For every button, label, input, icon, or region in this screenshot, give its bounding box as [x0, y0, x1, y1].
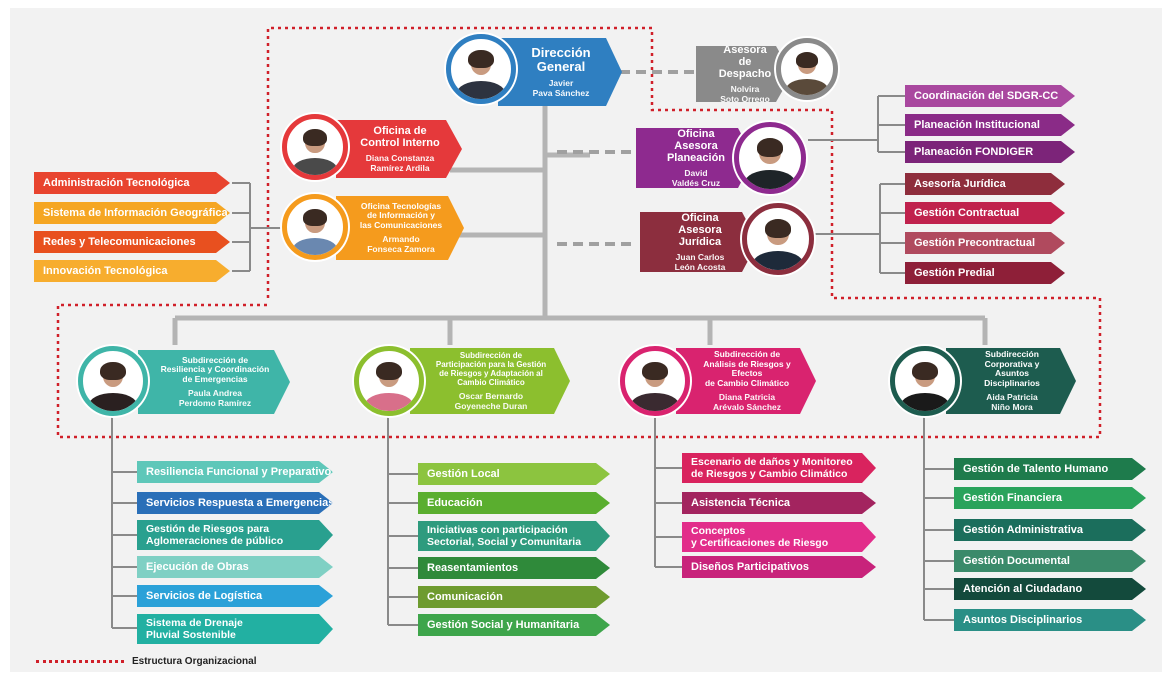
resiliencia-item: Resiliencia Funcional y Preparativos [137, 461, 333, 483]
sub-analisis-name: Diana Patricia Arévalo Sánchez [712, 392, 782, 412]
sub-resiliencia-photo [78, 346, 148, 416]
sub-resiliencia-title: Subdirección de Resiliencia y Coordinaci… [160, 354, 270, 384]
trunk-lines [172, 95, 988, 345]
sub-corporativa-photo [890, 346, 960, 416]
corporativa-item: Asuntos Disciplinarios [954, 609, 1146, 631]
sub-analisis-title: Subdirección de Análisis de Riesgos y Ef… [703, 349, 791, 388]
planeacion-item: Planeación Institucional [905, 114, 1075, 136]
sub-analisis-box: Subdirección de Análisis de Riesgos y Ef… [676, 348, 816, 414]
planeacion-item: Planeación FONDIGER [905, 141, 1075, 163]
legend-dotted-line [36, 660, 124, 663]
corporativa-item: Gestión Administrativa [954, 519, 1146, 541]
analisis-item: Conceptos y Certificaciones de Riesgo [682, 522, 876, 552]
sub-participacion-title: Subdirección de Participación para la Ge… [435, 351, 547, 387]
resiliencia-item: Gestión de Riesgos para Aglomeraciones d… [137, 520, 333, 550]
sub-corporativa-box: Subdirección Corporativa y Asuntos Disci… [946, 348, 1076, 414]
sub-resiliencia-box: Subdirección de Resiliencia y Coordinaci… [138, 350, 290, 414]
analisis-item: Asistencia Técnica [682, 492, 876, 514]
tic-box: Oficina Tecnologías de Información y las… [336, 196, 464, 260]
asesora-planeacion-photo [734, 122, 806, 194]
resiliencia-item: Servicios de Logística [137, 585, 333, 607]
tic-item: Administración Tecnológica [34, 172, 230, 194]
participacion-item: Comunicación [418, 586, 610, 608]
asesora-juridica-photo [742, 203, 814, 275]
sub-resiliencia-name: Paula Andrea Perdomo Ramírez [178, 388, 252, 409]
asesora-despacho-title: Asesora de Despacho [718, 44, 772, 80]
branch-lines [111, 70, 954, 629]
sub-participacion-box: Subdirección de Participación para la Ge… [410, 348, 570, 414]
asesora-planeacion-name: David Valdés Cruz [671, 168, 721, 188]
asesora-juridica-name: Juan Carlos León Acosta [674, 252, 726, 272]
juridica-item: Gestión Precontractual [905, 232, 1065, 254]
asesora-juridica-title: Oficina Asesora Jurídica [678, 212, 722, 248]
participacion-item: Reasentamientos [418, 557, 610, 579]
tic-item: Redes y Telecomunicaciones [34, 231, 230, 253]
sub-corporativa-name: Aida Patricia Niño Mora [986, 392, 1038, 412]
sub-analisis-photo [620, 346, 690, 416]
tic-title: Oficina Tecnologías de Información y las… [359, 200, 443, 230]
direccion-name: Javier Pava Sánchez [532, 78, 590, 98]
juridica-item: Gestión Contractual [905, 202, 1065, 224]
analisis-item: Diseños Participativos [682, 556, 876, 578]
asesora-despacho-photo [776, 38, 838, 100]
tic-name: Armando Fonseca Zamora [367, 234, 435, 255]
planeacion-item: Coordinación del SDGR-CC [905, 85, 1075, 107]
sub-participacion-name: Oscar Bernardo Goyeneche Duran [454, 391, 528, 411]
direccion-photo [446, 34, 516, 104]
corporativa-item: Gestión Financiera [954, 487, 1146, 509]
org-boundary-line [56, 26, 1102, 439]
asesora-juridica-box: Oficina Asesora Jurídica Juan Carlos Leó… [640, 212, 758, 272]
participacion-item: Gestión Local [418, 463, 610, 485]
tic-item: Sistema de Información Geográfica [34, 202, 230, 224]
participacion-item: Gestión Social y Humanitaria [418, 614, 610, 636]
legend-label: Estructura Organizacional [132, 656, 257, 667]
control-interno-name: Diana Constanza Ramírez Ardila [365, 153, 435, 173]
tic-photo [282, 194, 348, 260]
participacion-item: Educación [418, 492, 610, 514]
asesora-planeacion-title: Oficina Asesora Planeación [666, 128, 726, 164]
corporativa-item: Atención al Ciudadano [954, 578, 1146, 600]
juridica-item: Gestión Predial [905, 262, 1065, 284]
legend: Estructura Organizacional [36, 656, 256, 667]
analisis-item: Escenario de daños y Monitoreo de Riesgo… [682, 453, 876, 483]
corporativa-item: Gestión de Talento Humano [954, 458, 1146, 480]
resiliencia-item: Sistema de Drenaje Pluvial Sostenible [137, 614, 333, 644]
sub-participacion-photo [354, 346, 424, 416]
tic-item: Innovación Tecnológica [34, 260, 230, 282]
direccion-title: Dirección General [531, 45, 591, 74]
control-interno-box: Oficina de Control Interno Diana Constan… [336, 120, 462, 178]
asesora-despacho-name: Nolvira Soto Orrego [720, 84, 770, 104]
resiliencia-item: Servicios Respuesta a Emergencias [137, 492, 333, 514]
control-interno-title: Oficina de Control Interno [360, 125, 440, 149]
direccion-general-box: Dirección General Javier Pava Sánchez [498, 38, 622, 106]
juridica-item: Asesoría Jurídica [905, 173, 1065, 195]
control-interno-photo [282, 114, 348, 180]
participacion-item: Iniciativas con participación Sectorial,… [418, 521, 610, 551]
corporativa-item: Gestión Documental [954, 550, 1146, 572]
resiliencia-item: Ejecución de Obras [137, 556, 333, 578]
sub-corporativa-title: Subdirección Corporativa y Asuntos Disci… [984, 349, 1040, 388]
